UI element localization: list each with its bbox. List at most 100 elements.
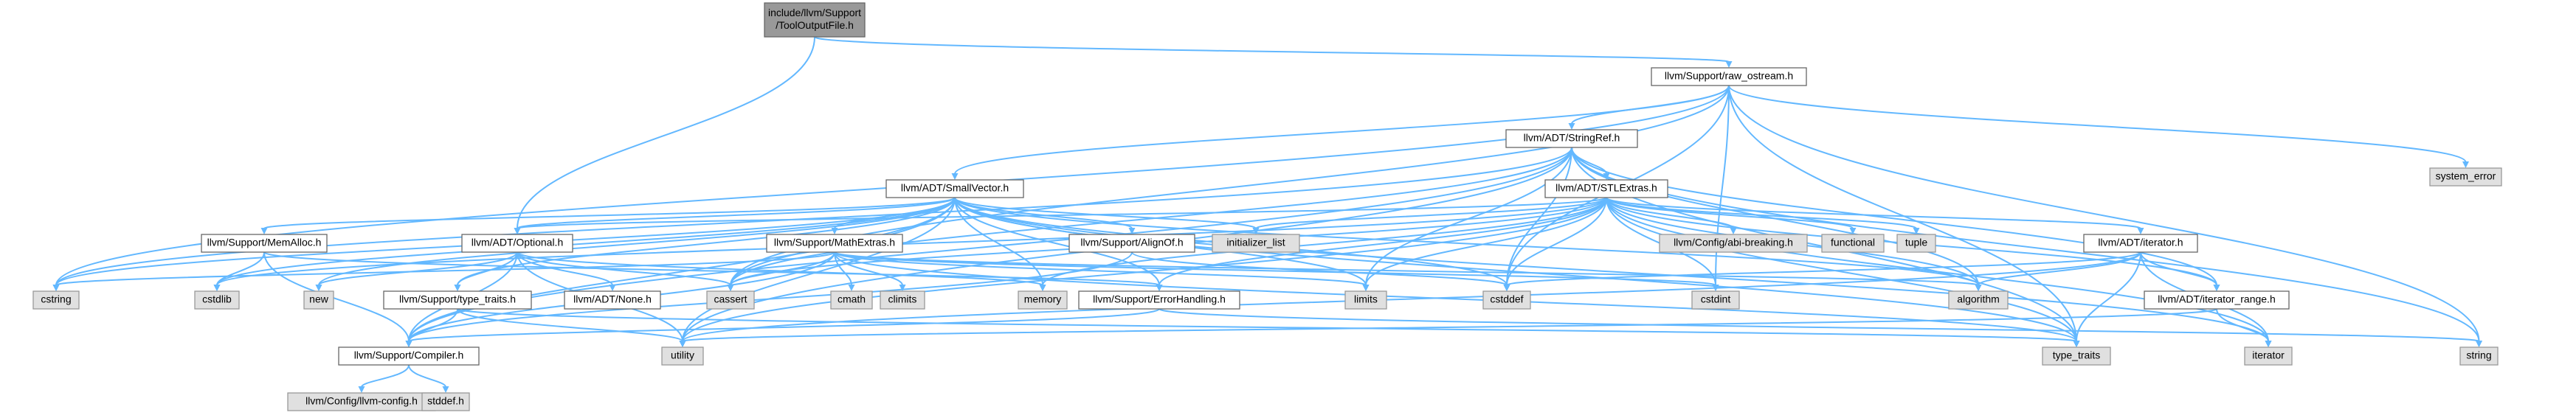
arrowhead-optional-to-none [609,285,616,291]
node-memalloc[interactable]: llvm/Support/MemAlloc.h [201,234,328,253]
arrowhead-smallvector-to-alignof [1128,228,1136,234]
node-climits: climits [880,290,925,310]
edge-stlextras-to-iterator [1606,197,2269,342]
node-label-climits: climits [888,293,917,305]
node-raw_ostream[interactable]: llvm/Support/raw_ostream.h [1651,67,1807,86]
arrowhead-mathextras-to-climits [899,285,906,291]
node-box-mathextras [766,234,903,253]
node-label-iterator: iterator [2252,349,2285,361]
node-label-alignof: llvm/Support/AlignOf.h [1080,237,1183,248]
edge-stlextras-to-initializer_list [1255,197,1607,229]
node-box-system_error [2429,167,2502,187]
node-box-limits [1344,290,1387,310]
node-label-stddef: stddef.h [427,395,464,407]
node-none[interactable]: llvm/ADT/None.h [564,290,661,310]
arrowhead-stlextras-to-tuple [1913,228,1920,234]
node-box-errorhandling [1078,290,1240,310]
edge-root-to-optional [517,36,815,229]
arrowhead-mathextras-to-limits [1362,285,1370,291]
node-label-string: string [2466,349,2491,361]
arrowhead-iterator_h-to-cstddef [1503,285,1510,291]
edge-iterator_h-to-iterator_range [2140,251,2217,286]
edge-raw_ostream-to-smallvector [954,85,1730,175]
node-label-compiler: llvm/Support/Compiler.h [354,349,464,361]
node-algorithm: algorithm [1948,290,2009,310]
node-stringref[interactable]: llvm/ADT/StringRef.h [1505,129,1638,148]
node-cstdlib: cstdlib [194,290,240,310]
arrowhead-stlextras-to-optional [514,228,521,234]
node-box-utility [661,346,704,366]
node-label-raw_ostream: llvm/Support/raw_ostream.h [1665,70,1793,82]
node-label-memalloc: llvm/Support/MemAlloc.h [207,237,322,248]
arrowhead-mathextras-to-cstring [52,285,60,291]
edge-compiler-to-llvmconfig [361,364,410,388]
edge-smallvector-to-memory [954,197,1043,286]
arrowhead-iterator_h-to-algorithm [1975,285,1982,291]
node-box-memory [1018,290,1068,310]
edge-smallvector-to-type_traits [954,197,2077,342]
node-label-iterator_range: llvm/ADT/iterator_range.h [2158,293,2276,305]
node-box-new [303,290,334,310]
edge-stlextras-to-tuple [1606,197,1917,229]
node-box-string [2459,346,2499,366]
edge-mathextras-to-algorithm [834,251,1979,286]
arrowhead-raw_ostream-to-smallvector [951,173,959,180]
node-typetraits_h[interactable]: llvm/Support/type_traits.h [383,290,532,310]
node-smallvector[interactable]: llvm/ADT/SmallVector.h [885,179,1024,198]
arrowhead-memalloc-to-cstdlib [213,285,221,291]
node-cstddef: cstddef [1482,290,1531,310]
edge-smallvector-to-new [318,197,956,286]
node-label-stlextras: llvm/ADT/STLExtras.h [1555,182,1657,194]
node-label-initializer_list: initializer_list [1226,237,1285,248]
node-box-type_traits [2042,346,2111,366]
node-mathextras[interactable]: llvm/Support/MathExtras.h [766,234,903,253]
node-llvmconfig: llvm/Config/llvm-config.h [287,392,436,411]
arrowhead-optional-to-typetraits_h [454,285,461,291]
node-box-cstdlib [194,290,240,310]
node-box-abibreaking [1659,234,1808,253]
node-abibreaking: llvm/Config/abi-breaking.h [1659,234,1808,253]
edge-alignof-to-compiler [408,251,1133,342]
node-label-cstddef: cstddef [1490,293,1523,305]
node-type_traits: type_traits [2042,346,2111,366]
node-label-stringref: llvm/ADT/StringRef.h [1524,132,1620,144]
edge-memalloc-to-errorhandling [263,251,1160,286]
node-box-stringref [1505,129,1638,148]
edge-typetraits_h-to-utility [457,308,683,342]
node-box-cstring [32,290,80,310]
node-optional[interactable]: llvm/ADT/Optional.h [461,234,573,253]
node-box-root [764,2,866,38]
node-alignof[interactable]: llvm/Support/AlignOf.h [1068,234,1195,253]
edge-stringref-to-iterator_range [1571,147,2217,286]
node-label-new: new [309,293,329,305]
edge-raw_ostream-to-string [1728,85,2480,342]
arrowhead-root-to-raw_ostream [1725,61,1733,68]
edge-typetraits_h-to-type_traits [457,308,2077,342]
node-iterator_h[interactable]: llvm/ADT/iterator.h [2083,234,2198,253]
node-root[interactable]: include/llvm/Support/ToolOutputFile.h [764,2,866,38]
node-label-smallvector: llvm/ADT/SmallVector.h [901,182,1009,194]
node-box-none [564,290,661,310]
node-initializer_list: initializer_list [1212,234,1300,253]
node-cstring: cstring [32,290,80,310]
edge-mathextras-to-type_traits [834,251,2077,342]
edge-smallvector-to-compiler [408,197,956,342]
node-tuple: tuple [1896,234,1936,253]
edge-iterator_h-to-cstddef [1506,251,2141,286]
node-iterator_range[interactable]: llvm/ADT/iterator_range.h [2144,290,2290,310]
node-errorhandling[interactable]: llvm/Support/ErrorHandling.h [1078,290,1240,310]
arrowhead-errorhandling-to-compiler [405,341,412,347]
node-stddef: stddef.h [421,392,470,411]
edge-iterator_range-to-iterator [2216,308,2269,342]
node-cmath: cmath [830,290,873,310]
node-label-cstring: cstring [41,293,71,305]
edge-optional-to-new [318,251,518,286]
edges-layer [52,36,2482,393]
node-label-functional: functional [1831,237,1875,248]
node-label-memory: memory [1024,293,1062,305]
node-label-type_traits: type_traits [2053,349,2101,361]
node-compiler[interactable]: llvm/Support/Compiler.h [338,346,480,366]
node-stlextras[interactable]: llvm/ADT/STLExtras.h [1544,179,1668,198]
node-box-stlextras [1544,179,1668,198]
